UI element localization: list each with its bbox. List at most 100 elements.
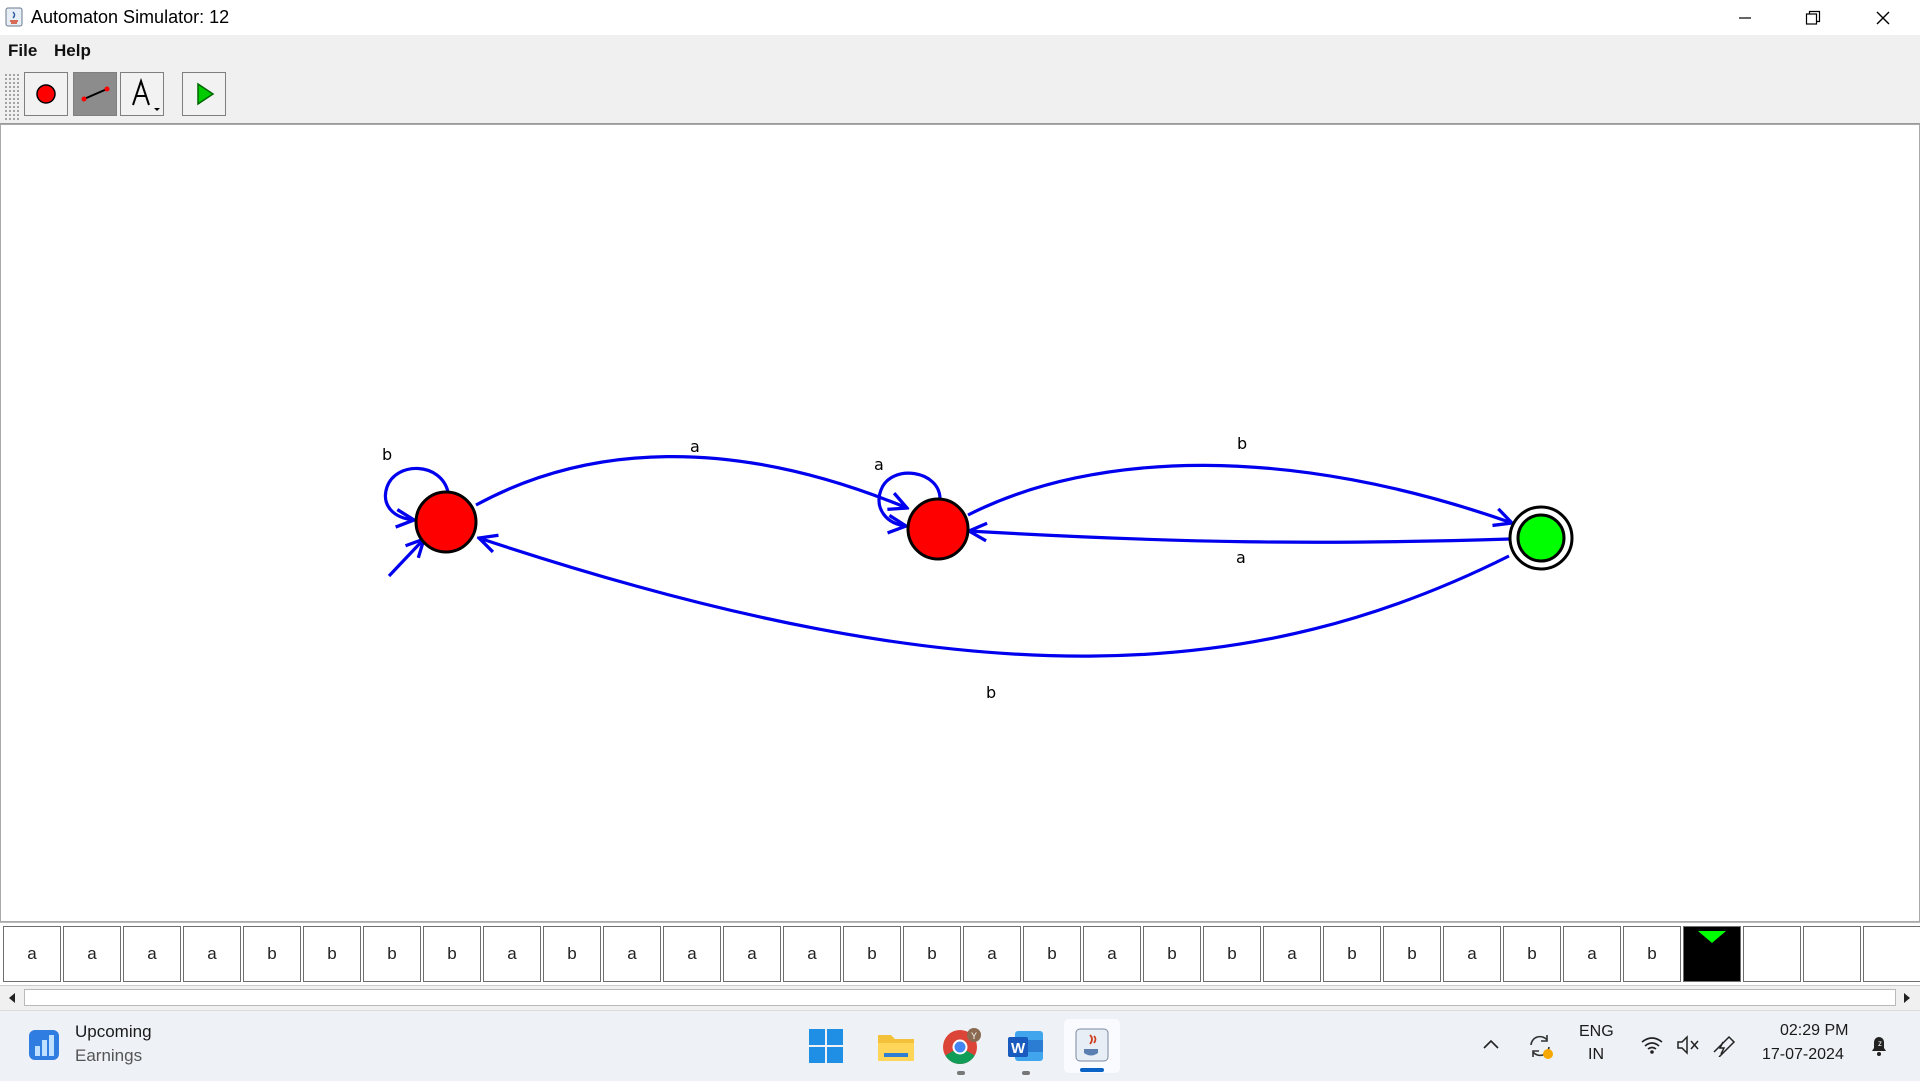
tape-cell[interactable]: a xyxy=(723,926,781,982)
toolbar xyxy=(0,67,1920,124)
scroll-left-button[interactable] xyxy=(3,989,21,1007)
state-s2[interactable] xyxy=(1516,513,1566,563)
automaton-canvas[interactable]: b a a b a b xyxy=(0,124,1920,922)
widget-title[interactable]: Upcoming xyxy=(75,1022,152,1041)
java-active-indicator xyxy=(1080,1068,1104,1072)
chrome-running-indicator xyxy=(957,1071,965,1075)
battery-charging-icon[interactable] xyxy=(1711,1033,1737,1057)
clock-date[interactable]: 17-07-2024 xyxy=(1762,1046,1844,1063)
notification-bell-icon[interactable]: z xyxy=(1868,1033,1890,1059)
run-button[interactable] xyxy=(182,72,226,116)
tape-cell[interactable]: a xyxy=(183,926,241,982)
java-app-icon xyxy=(5,7,23,27)
tape-cell[interactable]: a xyxy=(603,926,661,982)
edge-label-s2-s1: a xyxy=(1236,548,1246,567)
tape-cell[interactable]: b xyxy=(243,926,301,982)
restore-button[interactable] xyxy=(1778,0,1848,35)
language-code[interactable]: ENG xyxy=(1579,1023,1614,1040)
tape-cell[interactable] xyxy=(1863,926,1920,982)
tape-cell[interactable]: a xyxy=(663,926,721,982)
state-s0[interactable] xyxy=(414,490,478,554)
edge-label-s0-s0: b xyxy=(382,445,392,464)
tape-cell[interactable] xyxy=(1743,926,1801,982)
tape-cell[interactable]: b xyxy=(543,926,601,982)
window-title: Automaton Simulator: 12 xyxy=(31,7,230,27)
tape-cell[interactable]: a xyxy=(1083,926,1141,982)
tape-cell[interactable]: a xyxy=(1443,926,1501,982)
toolbar-grip[interactable] xyxy=(4,73,19,121)
scrollbar-track[interactable] xyxy=(24,989,1896,1006)
svg-text:W: W xyxy=(1011,1040,1026,1057)
svg-text:z: z xyxy=(1878,1039,1882,1048)
word-icon[interactable]: W xyxy=(1007,1028,1045,1064)
state-tool-button[interactable] xyxy=(24,72,68,116)
chevron-up-icon[interactable] xyxy=(1482,1037,1500,1051)
windows-start-icon[interactable] xyxy=(808,1028,844,1064)
tape-cell[interactable]: b xyxy=(363,926,421,982)
tape-cell[interactable] xyxy=(1803,926,1861,982)
tape-cell[interactable]: b xyxy=(1623,926,1681,982)
scroll-right-button[interactable] xyxy=(1898,989,1916,1007)
tape-cell[interactable]: b xyxy=(1503,926,1561,982)
play-icon xyxy=(197,82,215,106)
tape-cell[interactable]: b xyxy=(1323,926,1381,982)
transition-s1-s2 xyxy=(967,463,1512,523)
java-taskbar-button[interactable] xyxy=(1064,1019,1120,1073)
transition-tool-button[interactable] xyxy=(73,72,117,116)
edge-label-s1-s1: a xyxy=(874,455,884,474)
tape-cell[interactable]: b xyxy=(1143,926,1201,982)
stock-chart-icon[interactable] xyxy=(28,1028,62,1062)
speaker-muted-icon[interactable] xyxy=(1676,1035,1700,1055)
tape-cell[interactable]: b xyxy=(903,926,961,982)
close-button[interactable] xyxy=(1848,0,1918,35)
tape-cell[interactable]: b xyxy=(1023,926,1081,982)
clock-time[interactable]: 02:29 PM xyxy=(1780,1022,1849,1039)
wifi-icon[interactable] xyxy=(1640,1035,1664,1055)
tape-cell[interactable]: a xyxy=(3,926,61,982)
tape-cell[interactable]: b xyxy=(1203,926,1261,982)
chrome-icon[interactable]: Y xyxy=(940,1027,984,1067)
automaton-graph: b a a b a b xyxy=(382,434,1574,702)
transition-s2-s1 xyxy=(969,531,1511,544)
tape-cell[interactable]: b xyxy=(1383,926,1441,982)
tape-scrollbar[interactable] xyxy=(0,985,1920,1010)
transition-s0-s1 xyxy=(475,455,907,508)
arrow-left-icon xyxy=(9,993,15,1003)
sync-icon[interactable] xyxy=(1525,1031,1555,1061)
text-a-dropdown-icon xyxy=(132,77,160,111)
minimize-icon xyxy=(1739,16,1751,19)
tape-cell[interactable]: a xyxy=(123,926,181,982)
close-icon xyxy=(1876,11,1890,24)
transition-s2-s0 xyxy=(479,538,1510,658)
tape-cell[interactable]: b xyxy=(303,926,361,982)
tape-cell[interactable]: b xyxy=(843,926,901,982)
transition-s1-s1 xyxy=(877,471,942,526)
tape-cell[interactable]: a xyxy=(63,926,121,982)
tape-head-cell[interactable] xyxy=(1683,926,1741,982)
tape-cell[interactable]: a xyxy=(1263,926,1321,982)
tape-head-marker-icon xyxy=(1698,931,1726,943)
tape-cell[interactable]: a xyxy=(963,926,1021,982)
file-explorer-icon[interactable] xyxy=(876,1029,916,1063)
menu-file[interactable]: File xyxy=(8,41,38,60)
edge-label-s1-s2: b xyxy=(1237,434,1247,453)
transition-s0-s0 xyxy=(383,466,450,520)
tape-cell[interactable]: a xyxy=(783,926,841,982)
edge-label-s0-s1: a xyxy=(690,437,700,456)
tape-cell[interactable]: a xyxy=(483,926,541,982)
restore-icon xyxy=(1805,10,1821,25)
label-tool-button[interactable] xyxy=(120,72,164,116)
initial-arrow xyxy=(387,539,424,578)
minimize-button[interactable] xyxy=(1710,0,1780,35)
title-bar: Automaton Simulator: 12 xyxy=(0,0,1920,35)
tape-cell[interactable]: a xyxy=(1563,926,1621,982)
language-region: IN xyxy=(1588,1046,1604,1063)
red-circle-icon xyxy=(36,84,56,104)
menu-help[interactable]: Help xyxy=(54,41,91,60)
java-cup-icon xyxy=(1075,1028,1109,1062)
state-s1[interactable] xyxy=(906,497,970,561)
tape-cell[interactable]: b xyxy=(423,926,481,982)
transition-line-icon xyxy=(81,86,110,102)
arrow-right-icon xyxy=(1904,993,1910,1003)
